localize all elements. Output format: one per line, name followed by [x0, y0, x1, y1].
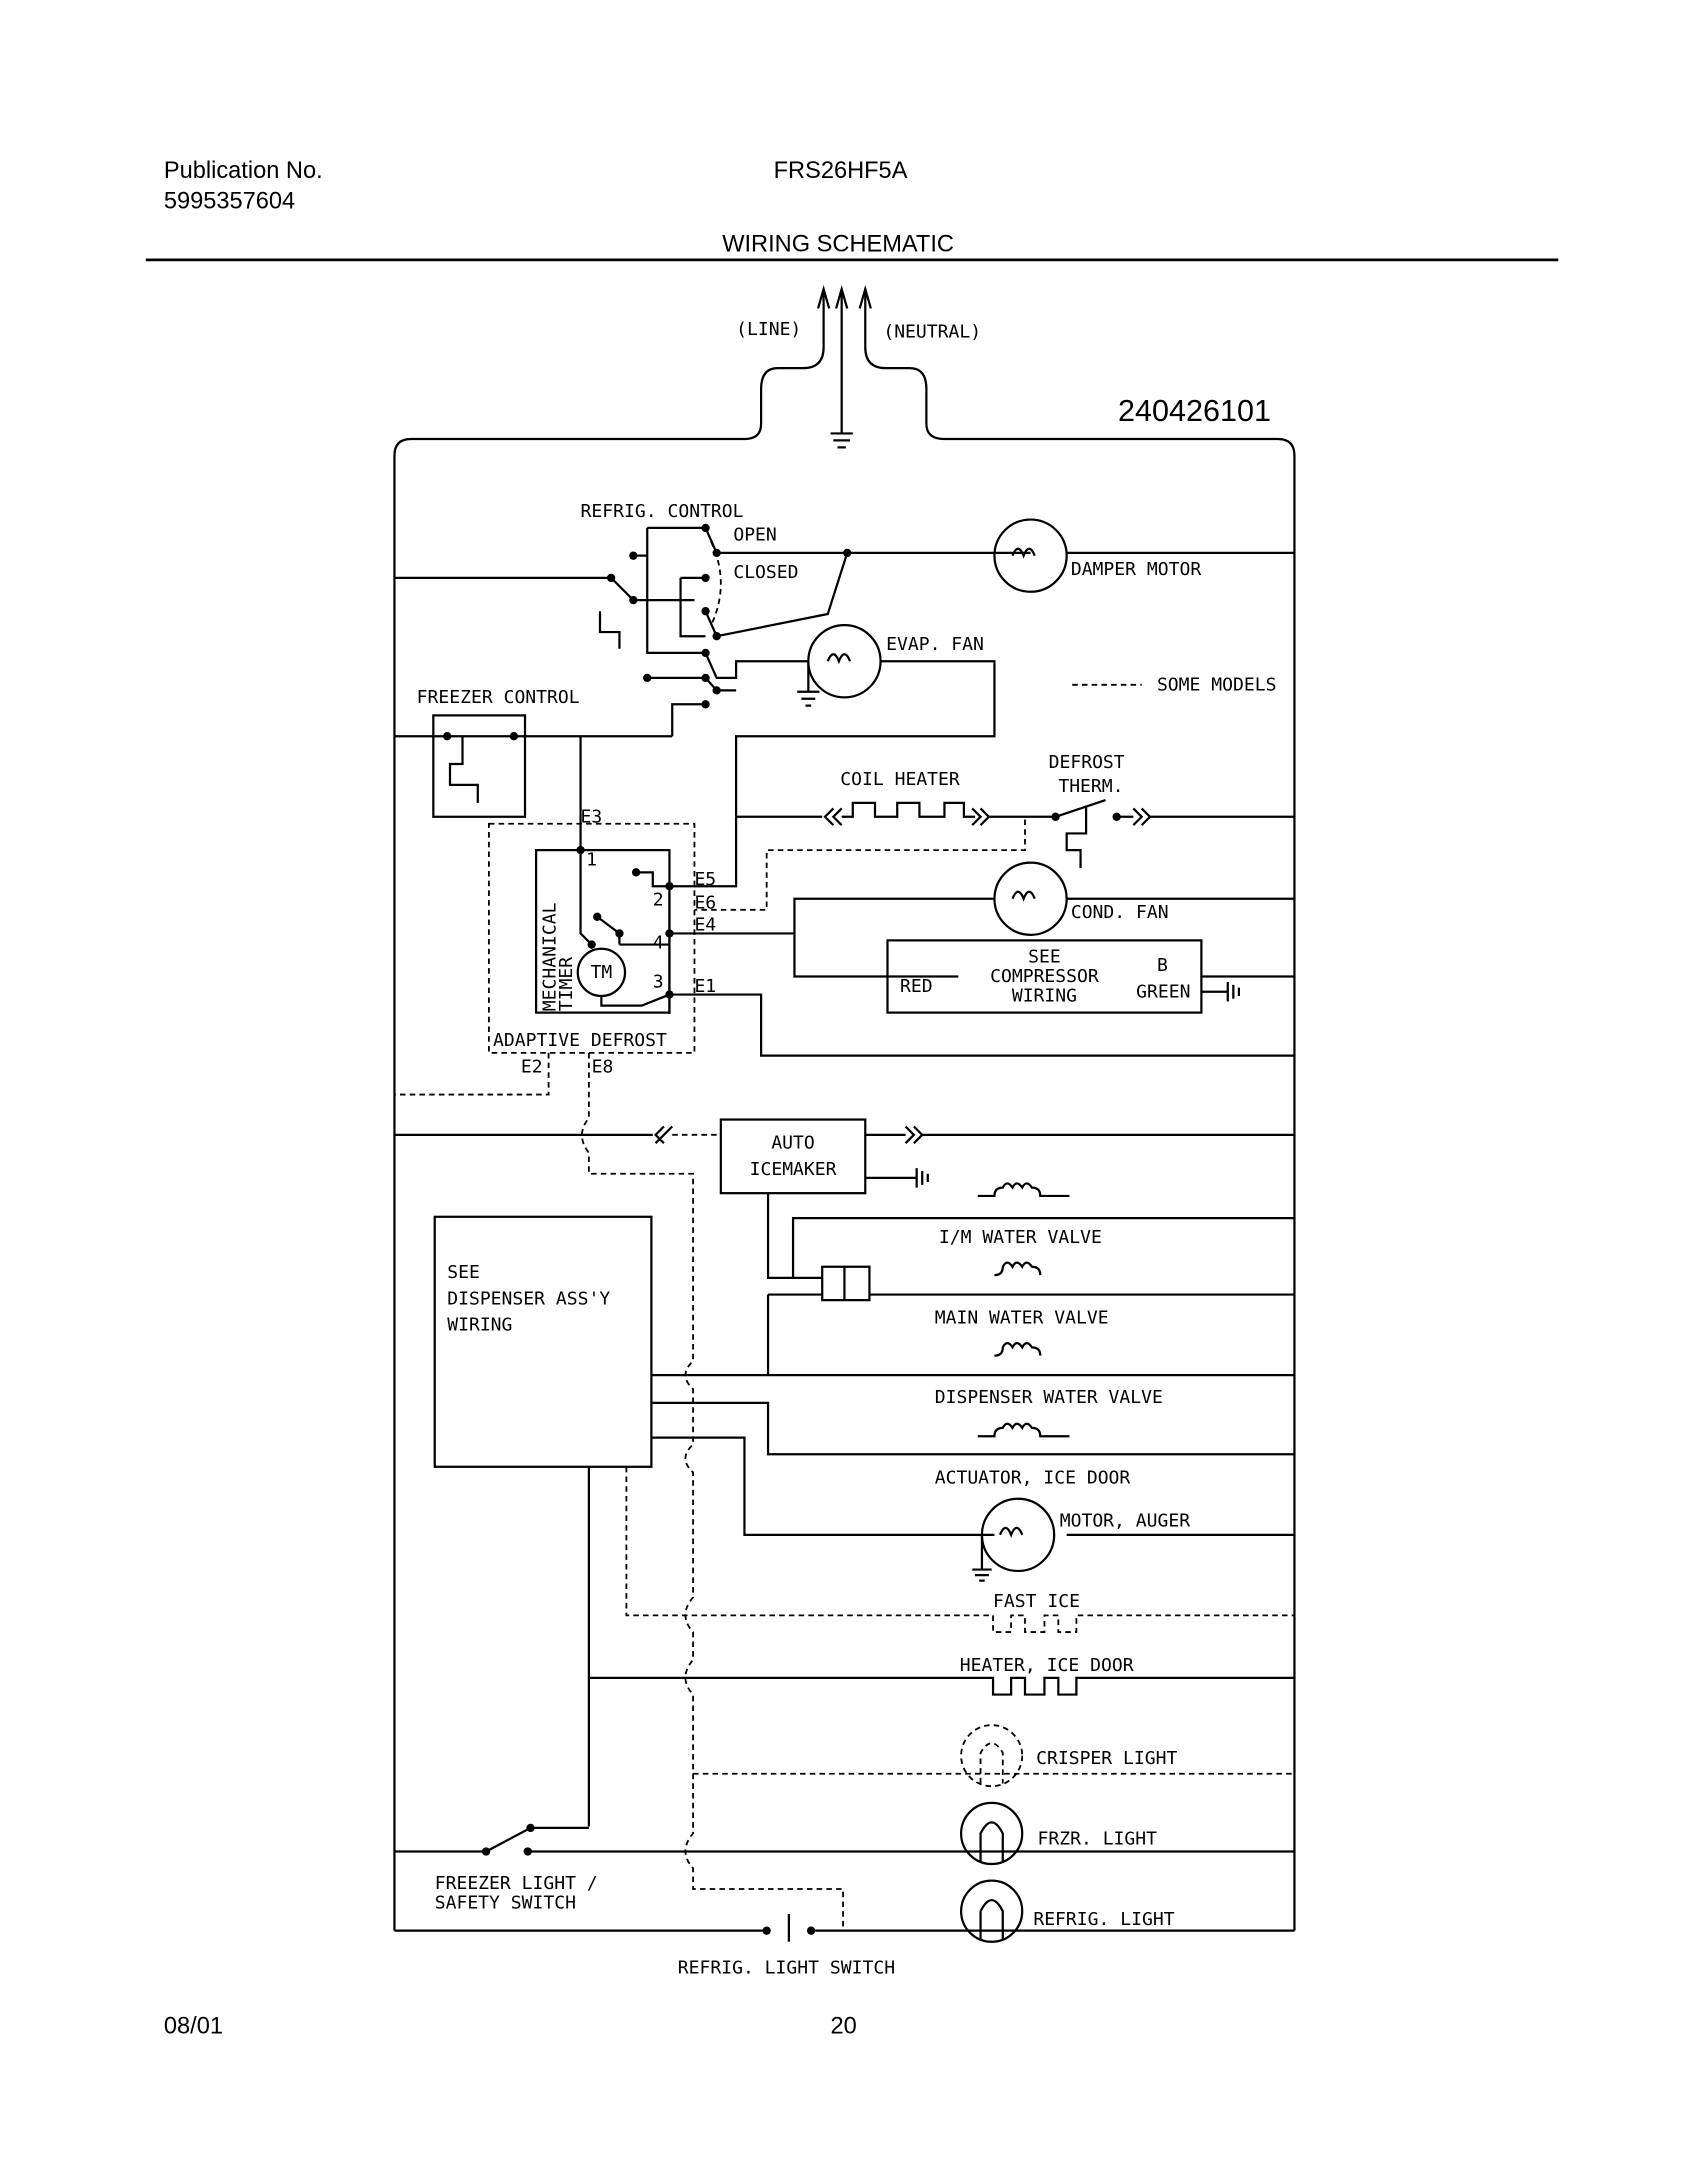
mechanical-label: MECHANICAL [540, 902, 561, 1011]
lights: CRISPER LIGHT FRZR. LIGHT REFRIG. LIGHT [394, 1724, 1295, 1943]
cond-fan: COND. FAN [669, 861, 1295, 978]
defrost-therm-label: DEFROST [1049, 752, 1125, 773]
actuator-ice-door-label: ACTUATOR, ICE DOOR [935, 1467, 1131, 1488]
legend: SOME MODELS [1072, 674, 1276, 695]
b-label: B [1157, 955, 1168, 976]
freezer-light-safety-switch: FREEZER LIGHT / SAFETY SWITCH [435, 1823, 598, 1913]
power-input: (LINE) (NEUTRAL) [393, 284, 1296, 1931]
compressor-wiring: SEE COMPRESSOR WIRING RED B GREEN [886, 939, 1295, 1014]
coil-heater: COIL HEATER [736, 769, 1056, 826]
dispenser-label-2: DISPENSER ASS'Y [447, 1288, 610, 1309]
cond-fan-label: COND. FAN [1071, 902, 1169, 923]
dispenser-water-valve-label: DISPENSER WATER VALVE [935, 1387, 1163, 1408]
refrig-light-switch-label: REFRIG. LIGHT SWITCH [678, 1958, 895, 1979]
defrost-thermostat: DEFROST THERM. [694, 752, 1295, 911]
defrost-therm-label-2: THERM. [1058, 776, 1123, 797]
dispenser-label: SEE [447, 1262, 480, 1283]
timer-label: TIMER [556, 957, 577, 1011]
damper-motor-label: DAMPER MOTOR [1071, 559, 1202, 580]
closed-label: CLOSED [733, 562, 798, 583]
compressor-label: SEE [1028, 947, 1061, 968]
damper-motor: DAMPER MOTOR [993, 518, 1295, 593]
adaptive-defrost-timer: TM MECHANICAL TIMER ADAPTIVE DEFROST E3 … [394, 806, 1295, 1931]
evap-fan-label: EVAP. FAN [886, 634, 984, 655]
fan-motor-icon [993, 861, 1068, 936]
red-wire-label: RED [900, 976, 933, 997]
water-valves: I/M WATER VALVE MAIN WATER VALVE DISPENS… [651, 1182, 1295, 1536]
open-label: OPEN [733, 524, 776, 545]
legend-some-models: SOME MODELS [1157, 674, 1277, 695]
neutral-label: (NEUTRAL) [883, 322, 981, 343]
page-title: WIRING SCHEMATIC [722, 232, 954, 258]
freezer-control-label: FREEZER CONTROL [417, 687, 580, 708]
freezer-control: FREEZER CONTROL [394, 687, 673, 851]
freezer-switch-label-2: SAFETY SWITCH [435, 1892, 576, 1913]
terminal-3: 3 [653, 972, 664, 993]
green-wire-label: GREEN [1136, 981, 1190, 1002]
crisper-light-label: CRISPER LIGHT [1036, 1748, 1177, 1769]
refrig-light-bulb-icon [960, 1879, 1024, 1943]
dispenser-assembly: SEE DISPENSER ASS'Y WIRING [433, 1215, 653, 1468]
line-label: (LINE) [736, 319, 801, 340]
freezer-light-bulb-icon [960, 1801, 1024, 1866]
coil-heater-label: COIL HEATER [840, 769, 960, 790]
icemaker-label: AUTO [771, 1133, 814, 1154]
publication-number: 5995357604 [164, 188, 295, 214]
auto-icemaker: AUTO ICEMAKER [394, 1118, 1295, 1279]
heater-ice-door-label: HEATER, ICE DOOR [960, 1655, 1134, 1676]
footer-date: 08/01 [164, 2013, 223, 2039]
terminal-e3: E3 [581, 806, 603, 827]
terminal-e6: E6 [694, 892, 716, 913]
terminal-4: 4 [653, 933, 664, 954]
motor-auger-label: MOTOR, AUGER [1060, 1511, 1191, 1532]
page-number: 20 [831, 2013, 857, 2039]
compressor-label-3: WIRING [1012, 986, 1077, 1007]
main-water-valve-label: MAIN WATER VALVE [935, 1308, 1109, 1329]
freezer-switch-label: FREEZER LIGHT / [435, 1873, 598, 1894]
terminal-1: 1 [586, 849, 597, 870]
refrig-control-label: REFRIG. CONTROL [581, 501, 744, 522]
terminal-e4: E4 [694, 915, 716, 936]
crisper-light-bulb-icon [960, 1724, 1024, 1788]
tm-label: TM [591, 962, 613, 983]
publication-label: Publication No. [164, 158, 323, 184]
evap-fan: EVAP. FAN [735, 624, 996, 817]
frzr-light-label: FRZR. LIGHT [1038, 1829, 1158, 1850]
heaters: FAST ICE HEATER, ICE DOOR [587, 1466, 1295, 1827]
motor-auger: MOTOR, AUGER [972, 1497, 1191, 1582]
terminal-e2: E2 [521, 1056, 543, 1077]
dispenser-label-3: WIRING [447, 1315, 512, 1336]
im-water-valve-label: I/M WATER VALVE [939, 1227, 1102, 1248]
fan-motor-icon [807, 624, 882, 699]
refrig-light-switch: REFRIG. LIGHT SWITCH [394, 1914, 1295, 1979]
terminal-e5: E5 [694, 869, 716, 890]
terminal-2: 2 [653, 890, 664, 911]
terminal-e8: E8 [592, 1056, 614, 1077]
model-number: FRS26HF5A [774, 158, 908, 184]
compressor-label-2: COMPRESSOR [990, 966, 1099, 987]
part-number: 240426101 [1118, 394, 1271, 428]
motor-icon [993, 518, 1068, 593]
adaptive-defrost-label: ADAPTIVE DEFROST [493, 1030, 667, 1051]
icemaker-label-2: ICEMAKER [750, 1159, 837, 1180]
fast-ice-label: FAST ICE [993, 1591, 1080, 1612]
refrig-control: REFRIG. CONTROL OPEN CLOSED [394, 501, 1031, 737]
terminal-e1: E1 [694, 976, 716, 997]
refrig-light-label: REFRIG. LIGHT [1033, 1909, 1174, 1930]
